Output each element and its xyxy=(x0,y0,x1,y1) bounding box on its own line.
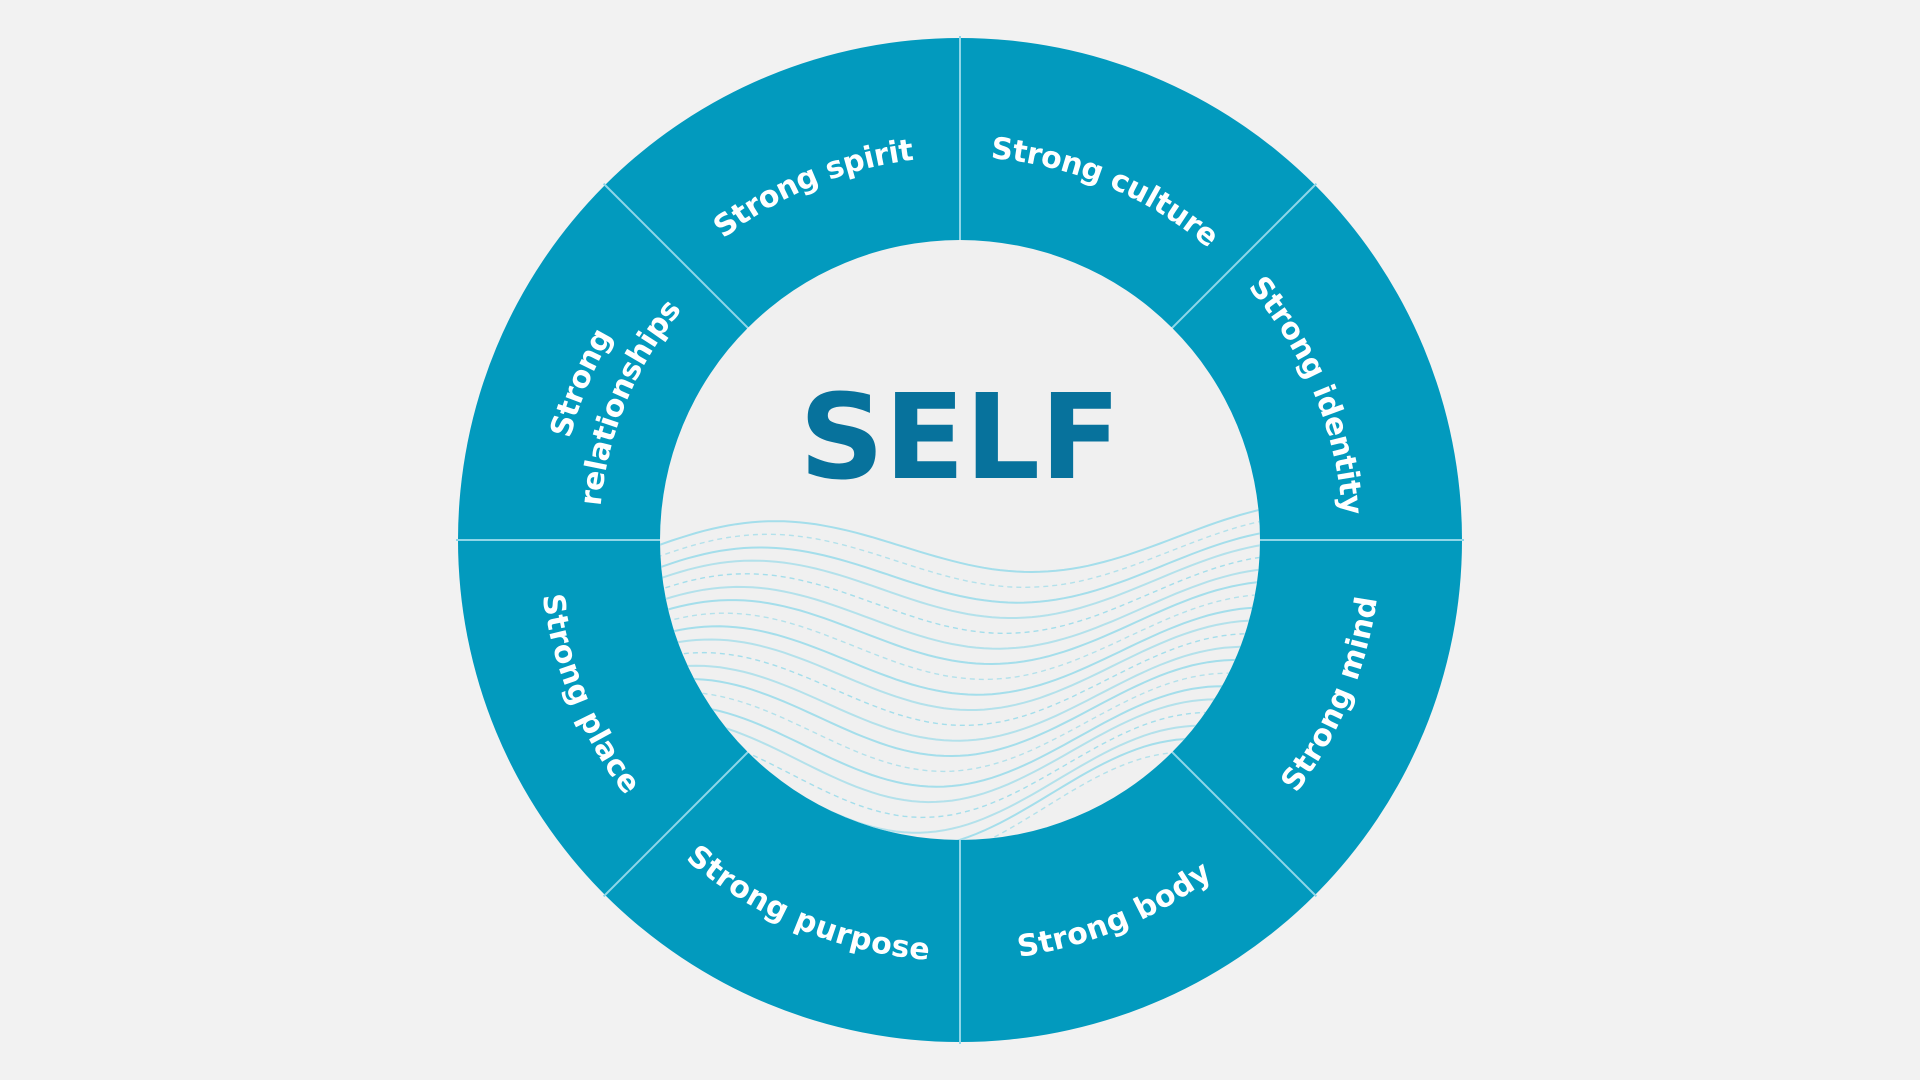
wave-line xyxy=(660,606,1260,696)
wave-line xyxy=(660,619,1260,711)
wave-line xyxy=(660,529,1260,604)
wave-line xyxy=(660,554,1260,634)
segment-divider xyxy=(1167,182,1318,333)
wave-line xyxy=(660,685,1260,788)
wave-line xyxy=(660,645,1260,742)
wave-line xyxy=(660,504,1260,574)
wave-line xyxy=(660,541,1260,619)
wave-line xyxy=(660,593,1260,681)
segment-divider xyxy=(1167,747,1318,898)
center-circle xyxy=(660,240,1260,840)
wave-line xyxy=(660,632,1260,726)
segment-divider xyxy=(602,747,753,898)
wave-line xyxy=(660,698,1260,804)
segment-divider xyxy=(602,182,753,333)
wave-line xyxy=(660,672,1260,773)
wave-line xyxy=(660,659,1260,758)
segment-dividers xyxy=(456,36,1464,1044)
center-title: SELF xyxy=(799,368,1120,506)
wave-line xyxy=(660,580,1260,666)
wave-line xyxy=(660,567,1260,650)
wave-line xyxy=(660,517,1260,589)
